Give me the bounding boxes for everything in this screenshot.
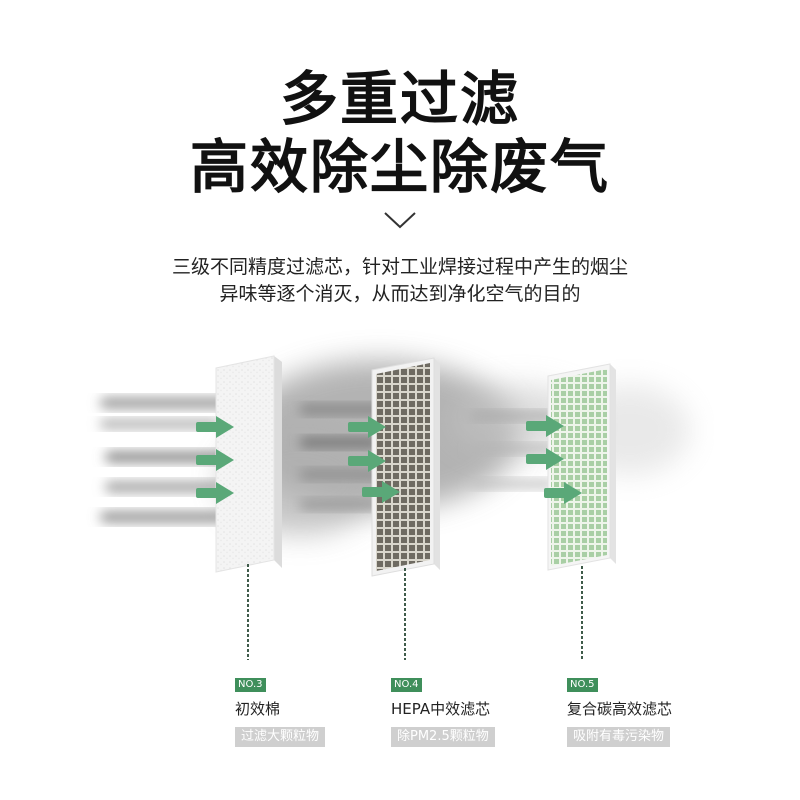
arrow-right-icon <box>348 450 386 472</box>
badge-no4: NO.4 <box>391 678 422 692</box>
description-line-2: 异味等逐个消灭，从而达到净化空气的目的 <box>219 283 581 305</box>
arrow-right-icon <box>196 449 234 471</box>
chevron-down-icon <box>384 212 416 229</box>
green-arrows <box>196 415 582 504</box>
headline-line-2: 高效除尘除废气 <box>189 133 610 201</box>
arrow-right-icon <box>526 448 564 470</box>
filter-label-2: NO.4 HEPA中效滤芯 除PM2.5颗粒物 <box>391 672 495 747</box>
headline-line-1: 多重过滤 <box>279 65 520 133</box>
filter-panel-cotton <box>215 355 282 573</box>
arrow-right-icon <box>526 415 564 437</box>
leader-lines <box>247 564 583 660</box>
air-flow-streaks <box>100 398 555 522</box>
badge-no3: NO.3 <box>235 678 266 692</box>
arrow-right-icon <box>544 482 582 504</box>
filter-illustration <box>100 355 690 660</box>
filter-name-3: 复合碳高效滤芯 <box>567 700 673 718</box>
filter-desc-1: 过滤大颗粒物 <box>235 727 326 747</box>
arrow-right-icon <box>348 416 386 438</box>
badge-no5: NO.5 <box>567 678 598 692</box>
filter-name-1: 初效棉 <box>235 700 281 718</box>
filter-desc-3: 吸附有毒污染物 <box>567 727 671 747</box>
filter-panel-carbon <box>547 363 616 571</box>
arrow-right-icon <box>362 481 400 503</box>
arrow-right-icon <box>196 416 234 438</box>
filter-label-1: NO.3 初效棉 过滤大颗粒物 <box>235 672 326 747</box>
filter-desc-2: 除PM2.5颗粒物 <box>391 727 495 747</box>
filter-label-3: NO.5 复合碳高效滤芯 吸附有毒污染物 <box>567 672 672 747</box>
arrow-right-icon <box>196 482 234 504</box>
smoke-cloud <box>220 360 690 535</box>
filter-panel-hepa <box>371 357 440 577</box>
filter-name-2: HEPA中效滤芯 <box>391 700 491 718</box>
description-line-1: 三级不同精度过滤芯，针对工业焊接过程中产生的烟尘 <box>171 256 628 278</box>
